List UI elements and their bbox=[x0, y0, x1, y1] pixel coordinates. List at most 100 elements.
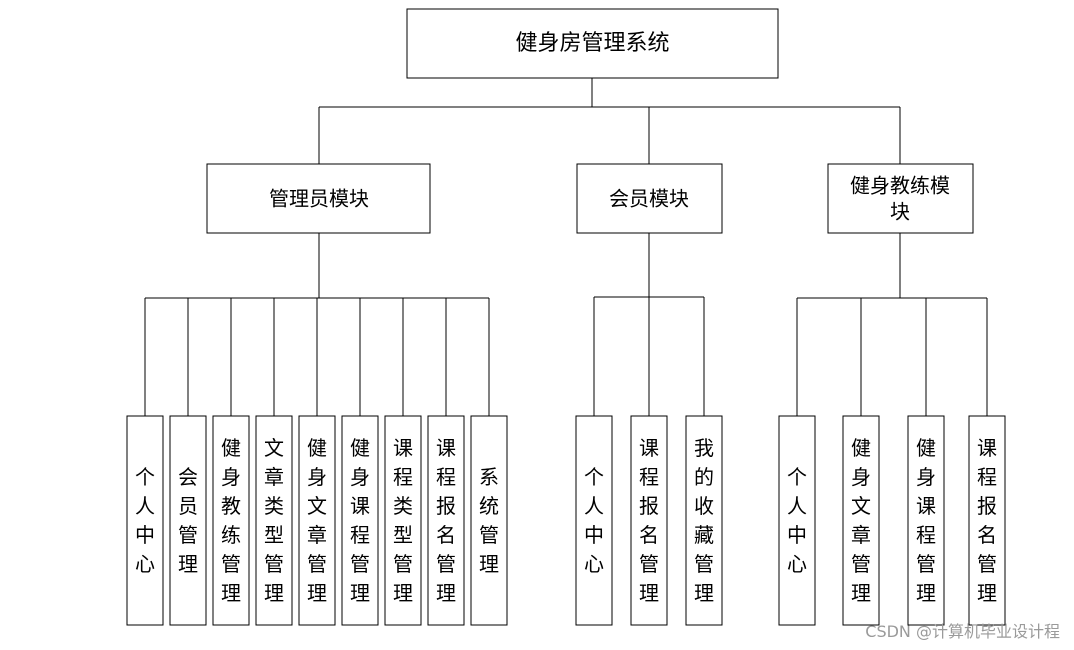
leaf-node-char: 文 bbox=[851, 494, 871, 518]
leaf-node-char: 管 bbox=[436, 552, 456, 576]
leaf-node-char: 程 bbox=[977, 465, 997, 489]
leaf-node bbox=[630, 415, 668, 626]
connector-lines bbox=[144, 78, 988, 416]
leaf-node bbox=[384, 415, 422, 626]
module-node-label-0: 管理员模块 bbox=[269, 187, 369, 211]
leaf-node-char: 课 bbox=[916, 494, 936, 518]
leaf-node bbox=[575, 415, 613, 626]
leaf-node-char: 型 bbox=[393, 523, 413, 547]
leaf-node-char: 理 bbox=[307, 581, 327, 605]
leaf-node-char: 理 bbox=[178, 552, 198, 576]
leaf-node-char: 身 bbox=[307, 465, 327, 489]
leaf-node bbox=[427, 415, 465, 626]
module-node-label-1: 会员模块 bbox=[609, 187, 689, 211]
leaf-node-char: 统 bbox=[479, 494, 499, 518]
leaf-node bbox=[255, 415, 293, 626]
leaf-node-char: 章 bbox=[851, 523, 871, 547]
leaf-node-char: 收 bbox=[694, 494, 714, 518]
leaf-node-char: 管 bbox=[264, 552, 284, 576]
module-node-2 bbox=[827, 163, 974, 234]
leaf-node-char: 类 bbox=[393, 494, 413, 518]
leaf-node-char: 管 bbox=[851, 552, 871, 576]
leaf-node-char: 理 bbox=[479, 552, 499, 576]
leaf-node-char: 报 bbox=[639, 494, 659, 518]
leaf-node-char: 教 bbox=[221, 494, 241, 518]
leaf-node-char: 管 bbox=[393, 552, 413, 576]
leaf-node-char: 管 bbox=[221, 552, 241, 576]
leaf-node-char: 理 bbox=[221, 581, 241, 605]
leaf-node bbox=[341, 415, 379, 626]
leaf-node-char: 理 bbox=[436, 581, 456, 605]
module-node-label-2: 健身教练模 bbox=[850, 174, 950, 198]
leaf-node bbox=[778, 415, 816, 626]
leaf-node-char: 理 bbox=[977, 581, 997, 605]
leaf-node-char: 文 bbox=[307, 494, 327, 518]
leaf-node-char: 我 bbox=[694, 436, 714, 460]
leaf-node-char: 的 bbox=[694, 465, 714, 489]
root-node bbox=[406, 8, 779, 79]
leaf-node-char: 程 bbox=[436, 465, 456, 489]
leaf-node-char: 个 bbox=[584, 465, 604, 489]
leaf-node bbox=[212, 415, 250, 626]
leaf-node-char: 个 bbox=[787, 465, 807, 489]
leaf-node-char: 类 bbox=[264, 494, 284, 518]
leaf-node-char: 理 bbox=[851, 581, 871, 605]
leaf-node-char: 理 bbox=[639, 581, 659, 605]
leaf-node-char: 身 bbox=[916, 465, 936, 489]
leaf-node-char: 心 bbox=[787, 552, 807, 576]
leaf-node bbox=[126, 415, 164, 626]
leaf-node bbox=[685, 415, 723, 626]
leaf-node-char: 人 bbox=[135, 494, 155, 518]
leaf-node-char: 管 bbox=[977, 552, 997, 576]
leaf-node-char: 人 bbox=[787, 494, 807, 518]
root-node-label: 健身房管理系统 bbox=[515, 31, 669, 56]
leaf-node bbox=[470, 415, 508, 626]
leaf-node bbox=[298, 415, 336, 626]
leaf-node-char: 会 bbox=[178, 465, 198, 489]
leaf-node-char: 课 bbox=[393, 436, 413, 460]
leaf-node-char: 心 bbox=[584, 552, 604, 576]
leaf-node-char: 心 bbox=[135, 552, 155, 576]
diagram-nodes: 健身房管理系统管理员模块个人中心会员管理健身教练管理文章类型管理健身文章管理健身… bbox=[126, 8, 1006, 626]
leaf-node-char: 课 bbox=[350, 494, 370, 518]
leaf-node-char: 章 bbox=[264, 465, 284, 489]
leaf-node-char: 管 bbox=[694, 552, 714, 576]
leaf-node-char: 健 bbox=[916, 436, 936, 460]
leaf-node bbox=[169, 415, 207, 626]
leaf-node-char: 身 bbox=[221, 465, 241, 489]
leaf-node-char: 系 bbox=[479, 465, 499, 489]
leaf-node-char: 身 bbox=[851, 465, 871, 489]
leaf-node-char: 管 bbox=[307, 552, 327, 576]
leaf-node-char: 程 bbox=[639, 465, 659, 489]
leaf-node-char: 身 bbox=[350, 465, 370, 489]
leaf-node-char: 中 bbox=[787, 523, 807, 547]
module-node-label-2: 块 bbox=[890, 200, 910, 224]
leaf-node-char: 管 bbox=[350, 552, 370, 576]
leaf-node bbox=[968, 415, 1006, 626]
leaf-node-char: 健 bbox=[221, 436, 241, 460]
leaf-node-char: 健 bbox=[307, 436, 327, 460]
leaf-node-char: 人 bbox=[584, 494, 604, 518]
leaf-node-char: 名 bbox=[977, 523, 997, 547]
leaf-node-char: 程 bbox=[393, 465, 413, 489]
leaf-node-char: 个 bbox=[135, 465, 155, 489]
watermark: CSDN @计算机毕业设计程 bbox=[865, 622, 1060, 641]
leaf-node-char: 文 bbox=[264, 436, 284, 460]
leaf-node-char: 报 bbox=[977, 494, 997, 518]
leaf-node-char: 理 bbox=[350, 581, 370, 605]
leaf-node bbox=[907, 415, 945, 626]
leaf-node-char: 管 bbox=[479, 523, 499, 547]
leaf-node-char: 课 bbox=[639, 436, 659, 460]
leaf-node-char: 理 bbox=[393, 581, 413, 605]
leaf-node-char: 程 bbox=[350, 523, 370, 547]
leaf-node-char: 健 bbox=[350, 436, 370, 460]
leaf-node-char: 练 bbox=[221, 523, 241, 547]
leaf-node-char: 课 bbox=[977, 436, 997, 460]
leaf-node-char: 理 bbox=[264, 581, 284, 605]
leaf-node-char: 健 bbox=[851, 436, 871, 460]
leaf-node-char: 理 bbox=[694, 581, 714, 605]
leaf-node-char: 名 bbox=[639, 523, 659, 547]
leaf-node-char: 管 bbox=[178, 523, 198, 547]
leaf-node-char: 藏 bbox=[694, 523, 714, 547]
